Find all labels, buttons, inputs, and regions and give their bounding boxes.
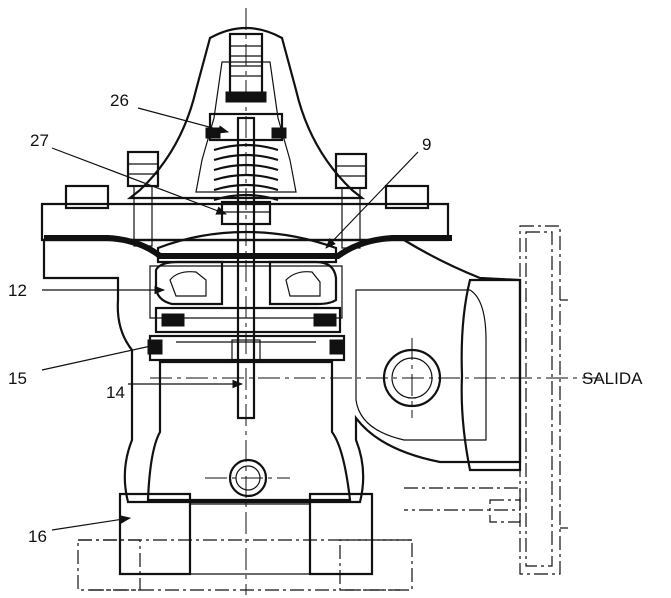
callout-9: 9	[422, 135, 431, 154]
spring	[213, 143, 279, 202]
cover-flange	[40, 150, 450, 249]
callout-26: 26	[110, 91, 129, 110]
callout-16: 16	[28, 527, 47, 546]
inlet-flange	[77, 492, 413, 591]
seal-left	[161, 313, 185, 327]
leader-lines	[41, 107, 419, 531]
bolt-right	[384, 184, 430, 210]
valve-stem	[236, 116, 256, 420]
valve-body	[42, 116, 522, 504]
seal-right	[313, 313, 337, 327]
nut-right	[334, 152, 368, 190]
callout-14: 14	[106, 383, 125, 402]
nut-left	[126, 150, 160, 188]
bolt-left	[64, 184, 110, 210]
outlet-label: SALIDA	[582, 369, 643, 388]
outlet-port-hole	[382, 348, 442, 408]
valve-disc	[154, 306, 342, 334]
centerlines	[150, 8, 600, 595]
callout-15: 15	[8, 369, 27, 388]
callout-27: 27	[30, 131, 49, 150]
callout-12: 12	[8, 281, 27, 300]
bottom-port-hole	[228, 458, 268, 498]
outlet-phantom-flange	[404, 225, 568, 575]
